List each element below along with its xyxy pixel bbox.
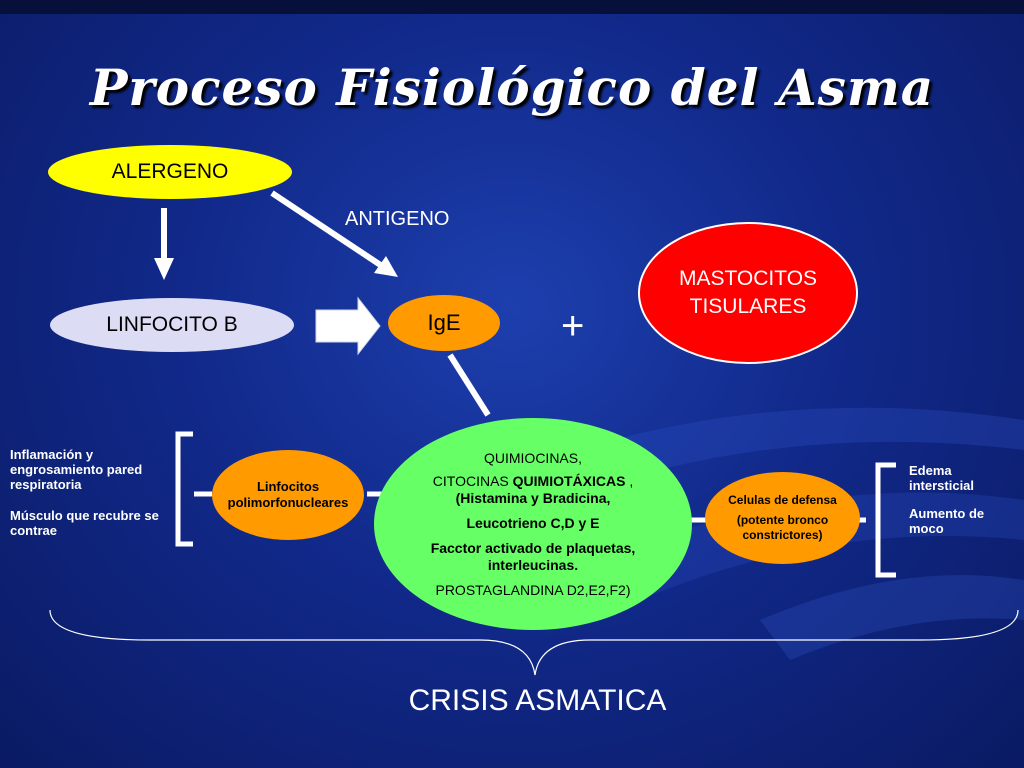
celulas-label-line2: (potente bronco bbox=[736, 513, 829, 527]
mediators-line3: (Histamina y Bradicina, bbox=[455, 489, 611, 506]
alergeno-label: ALERGENO bbox=[111, 160, 229, 183]
slide-title: Proceso Fisiológico del Asma bbox=[89, 58, 935, 117]
mediators-node: QUIMIOCINAS, CITOCINAS QUIMIOTÁXICAS , (… bbox=[374, 418, 692, 630]
left-effect-2: Músculo que recubre se contrae bbox=[10, 508, 159, 538]
linfocitos-label-line2: polimorfonucleares bbox=[227, 495, 349, 510]
celulas-defensa-node: Celulas de defensa (potente bronco const… bbox=[705, 472, 860, 564]
linfocitos-label-line1: Linfocitos bbox=[256, 479, 320, 494]
arrow-down-icon bbox=[154, 208, 174, 280]
right-effect-1: Edema intersticial bbox=[909, 463, 975, 493]
linfocitos-polimorfonucleares-node: Linfocitos polimorfonucleares bbox=[212, 450, 364, 540]
celulas-label-line3: constrictores) bbox=[742, 528, 823, 542]
mediators-line2-part3: , bbox=[625, 472, 634, 489]
left-effect-1: Inflamación y engrosamiento pared respir… bbox=[10, 447, 143, 492]
mastocitos-label-line2: TISULARES bbox=[689, 295, 807, 318]
alergeno-node: ALERGENO bbox=[48, 145, 292, 199]
antigeno-label: ANTIGENO bbox=[345, 208, 450, 230]
mediators-line5: Facctor activado de plaquetas, bbox=[430, 539, 636, 556]
ige-node: IgE bbox=[388, 295, 500, 351]
result-label: CRISIS ASMATICA bbox=[408, 684, 667, 717]
curly-brace-icon bbox=[49, 609, 1019, 676]
mastocitos-label-line1: MASTOCITOS bbox=[678, 267, 818, 290]
mastocitos-node: MASTOCITOS TISULARES bbox=[638, 222, 858, 364]
linfocito-b-label: LINFOCITO B bbox=[106, 313, 238, 336]
linfocito-b-node: LINFOCITO B bbox=[50, 298, 294, 352]
right-effect-2: Aumento de moco bbox=[909, 506, 985, 536]
mediators-line1: QUIMIOCINAS, bbox=[483, 449, 582, 466]
ige-connector-line bbox=[447, 353, 491, 417]
mediators-line4: Leucotrieno C,D y E bbox=[466, 514, 600, 531]
mediators-line2-bold: QUIMIOTÁXICAS bbox=[512, 472, 626, 489]
arrow-diagonal-icon bbox=[270, 190, 398, 277]
plus-sign: + bbox=[561, 304, 585, 348]
left-bracket-icon bbox=[175, 431, 212, 547]
mediators-line2: CITOCINAS QUIMIOTÁXICAS , bbox=[433, 473, 633, 490]
mediators-line2-part1: CITOCINAS bbox=[432, 472, 513, 489]
ige-label: IgE bbox=[427, 310, 461, 335]
right-bracket-icon bbox=[875, 462, 896, 578]
block-arrow-right-icon bbox=[315, 296, 381, 356]
celulas-label-line1: Celulas de defensa bbox=[728, 493, 837, 507]
mediators-line7: PROSTAGLANDINA D2,E2,F2) bbox=[435, 581, 631, 598]
mediators-line6: interleucinas. bbox=[487, 556, 579, 573]
top-bar bbox=[0, 0, 1024, 14]
